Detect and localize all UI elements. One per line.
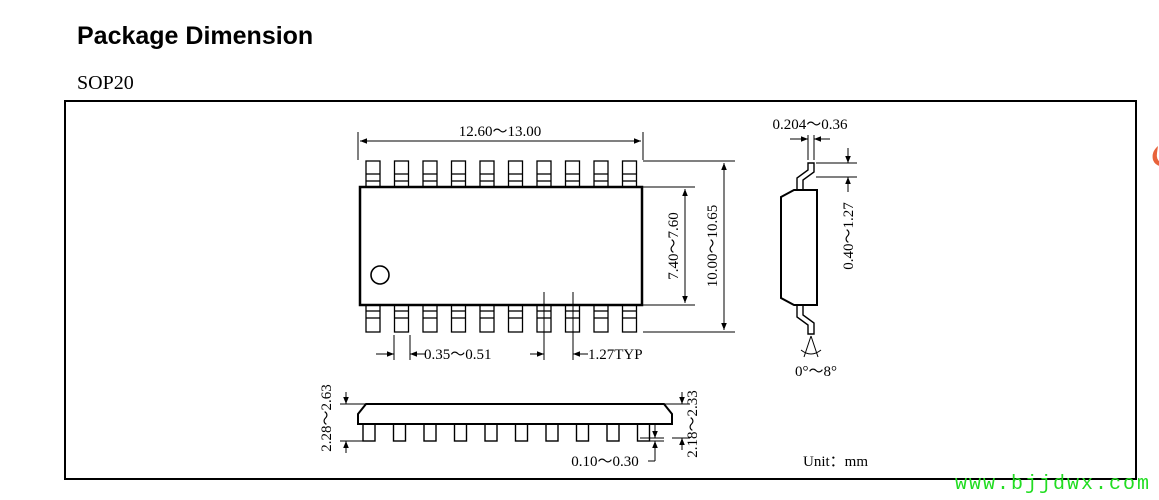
front-lead: [575, 423, 590, 442]
edge-mark-icon: [1152, 146, 1159, 166]
front-lead: [392, 423, 407, 442]
chip-body: [358, 185, 644, 307]
front-body: [357, 403, 673, 425]
pin1-marker: [370, 265, 390, 285]
lead-thickness-dimension: [790, 135, 830, 160]
lead-width-dimension: [376, 335, 426, 360]
package-name: SOP20: [77, 72, 134, 94]
lead-pitch-label: 1.27TYP: [588, 347, 643, 363]
lead-angle-label: 0°～8°: [795, 364, 837, 380]
body-width-dimension: [643, 186, 695, 306]
body-height-label: 2.18～2.33: [685, 390, 701, 458]
bottom-pins: [365, 304, 638, 333]
top-view: [358, 160, 644, 333]
overall-width-label: 10.00～10.65: [705, 205, 721, 288]
front-lead: [606, 423, 620, 442]
package-height-dimension: [340, 392, 366, 453]
lead-foot-dimension: [816, 148, 857, 192]
front-pins: [362, 423, 651, 442]
side-body: [780, 189, 818, 306]
overall-width-dimension: [643, 160, 735, 333]
standoff-dimension: [640, 425, 664, 462]
package-height-label: 2.28～2.63: [319, 384, 335, 452]
side-view: [780, 162, 818, 335]
body-width-label: 7.40～7.60: [666, 212, 682, 280]
front-lead: [453, 423, 468, 442]
lead-angle-dimension: [800, 335, 822, 358]
upper-lead: [796, 162, 815, 190]
body-height-dimension: [664, 392, 690, 450]
front-lead: [484, 423, 498, 442]
front-lead: [545, 423, 559, 442]
body-length-dimension: [357, 132, 644, 160]
front-lead: [362, 423, 376, 442]
page-title: Package Dimension: [77, 22, 314, 50]
standoff-label: 0.10～0.30: [571, 454, 639, 470]
units-label: Unit：mm: [803, 454, 868, 470]
body-length-label: 12.60～13.00: [459, 124, 542, 140]
lower-lead: [796, 305, 815, 335]
top-pins: [365, 160, 638, 188]
watermark: www.bjjdwx.com: [955, 473, 1152, 496]
front-lead: [514, 423, 529, 442]
lead-thickness-label: 0.204～0.36: [772, 117, 848, 133]
lead-width-label: 0.35～0.51: [424, 347, 492, 363]
lead-pitch-dimension: [530, 292, 588, 360]
front-view: [357, 403, 673, 442]
front-lead: [423, 423, 437, 442]
lead-foot-label: 0.40～1.27: [841, 202, 857, 270]
drawing-frame: [64, 100, 1137, 480]
